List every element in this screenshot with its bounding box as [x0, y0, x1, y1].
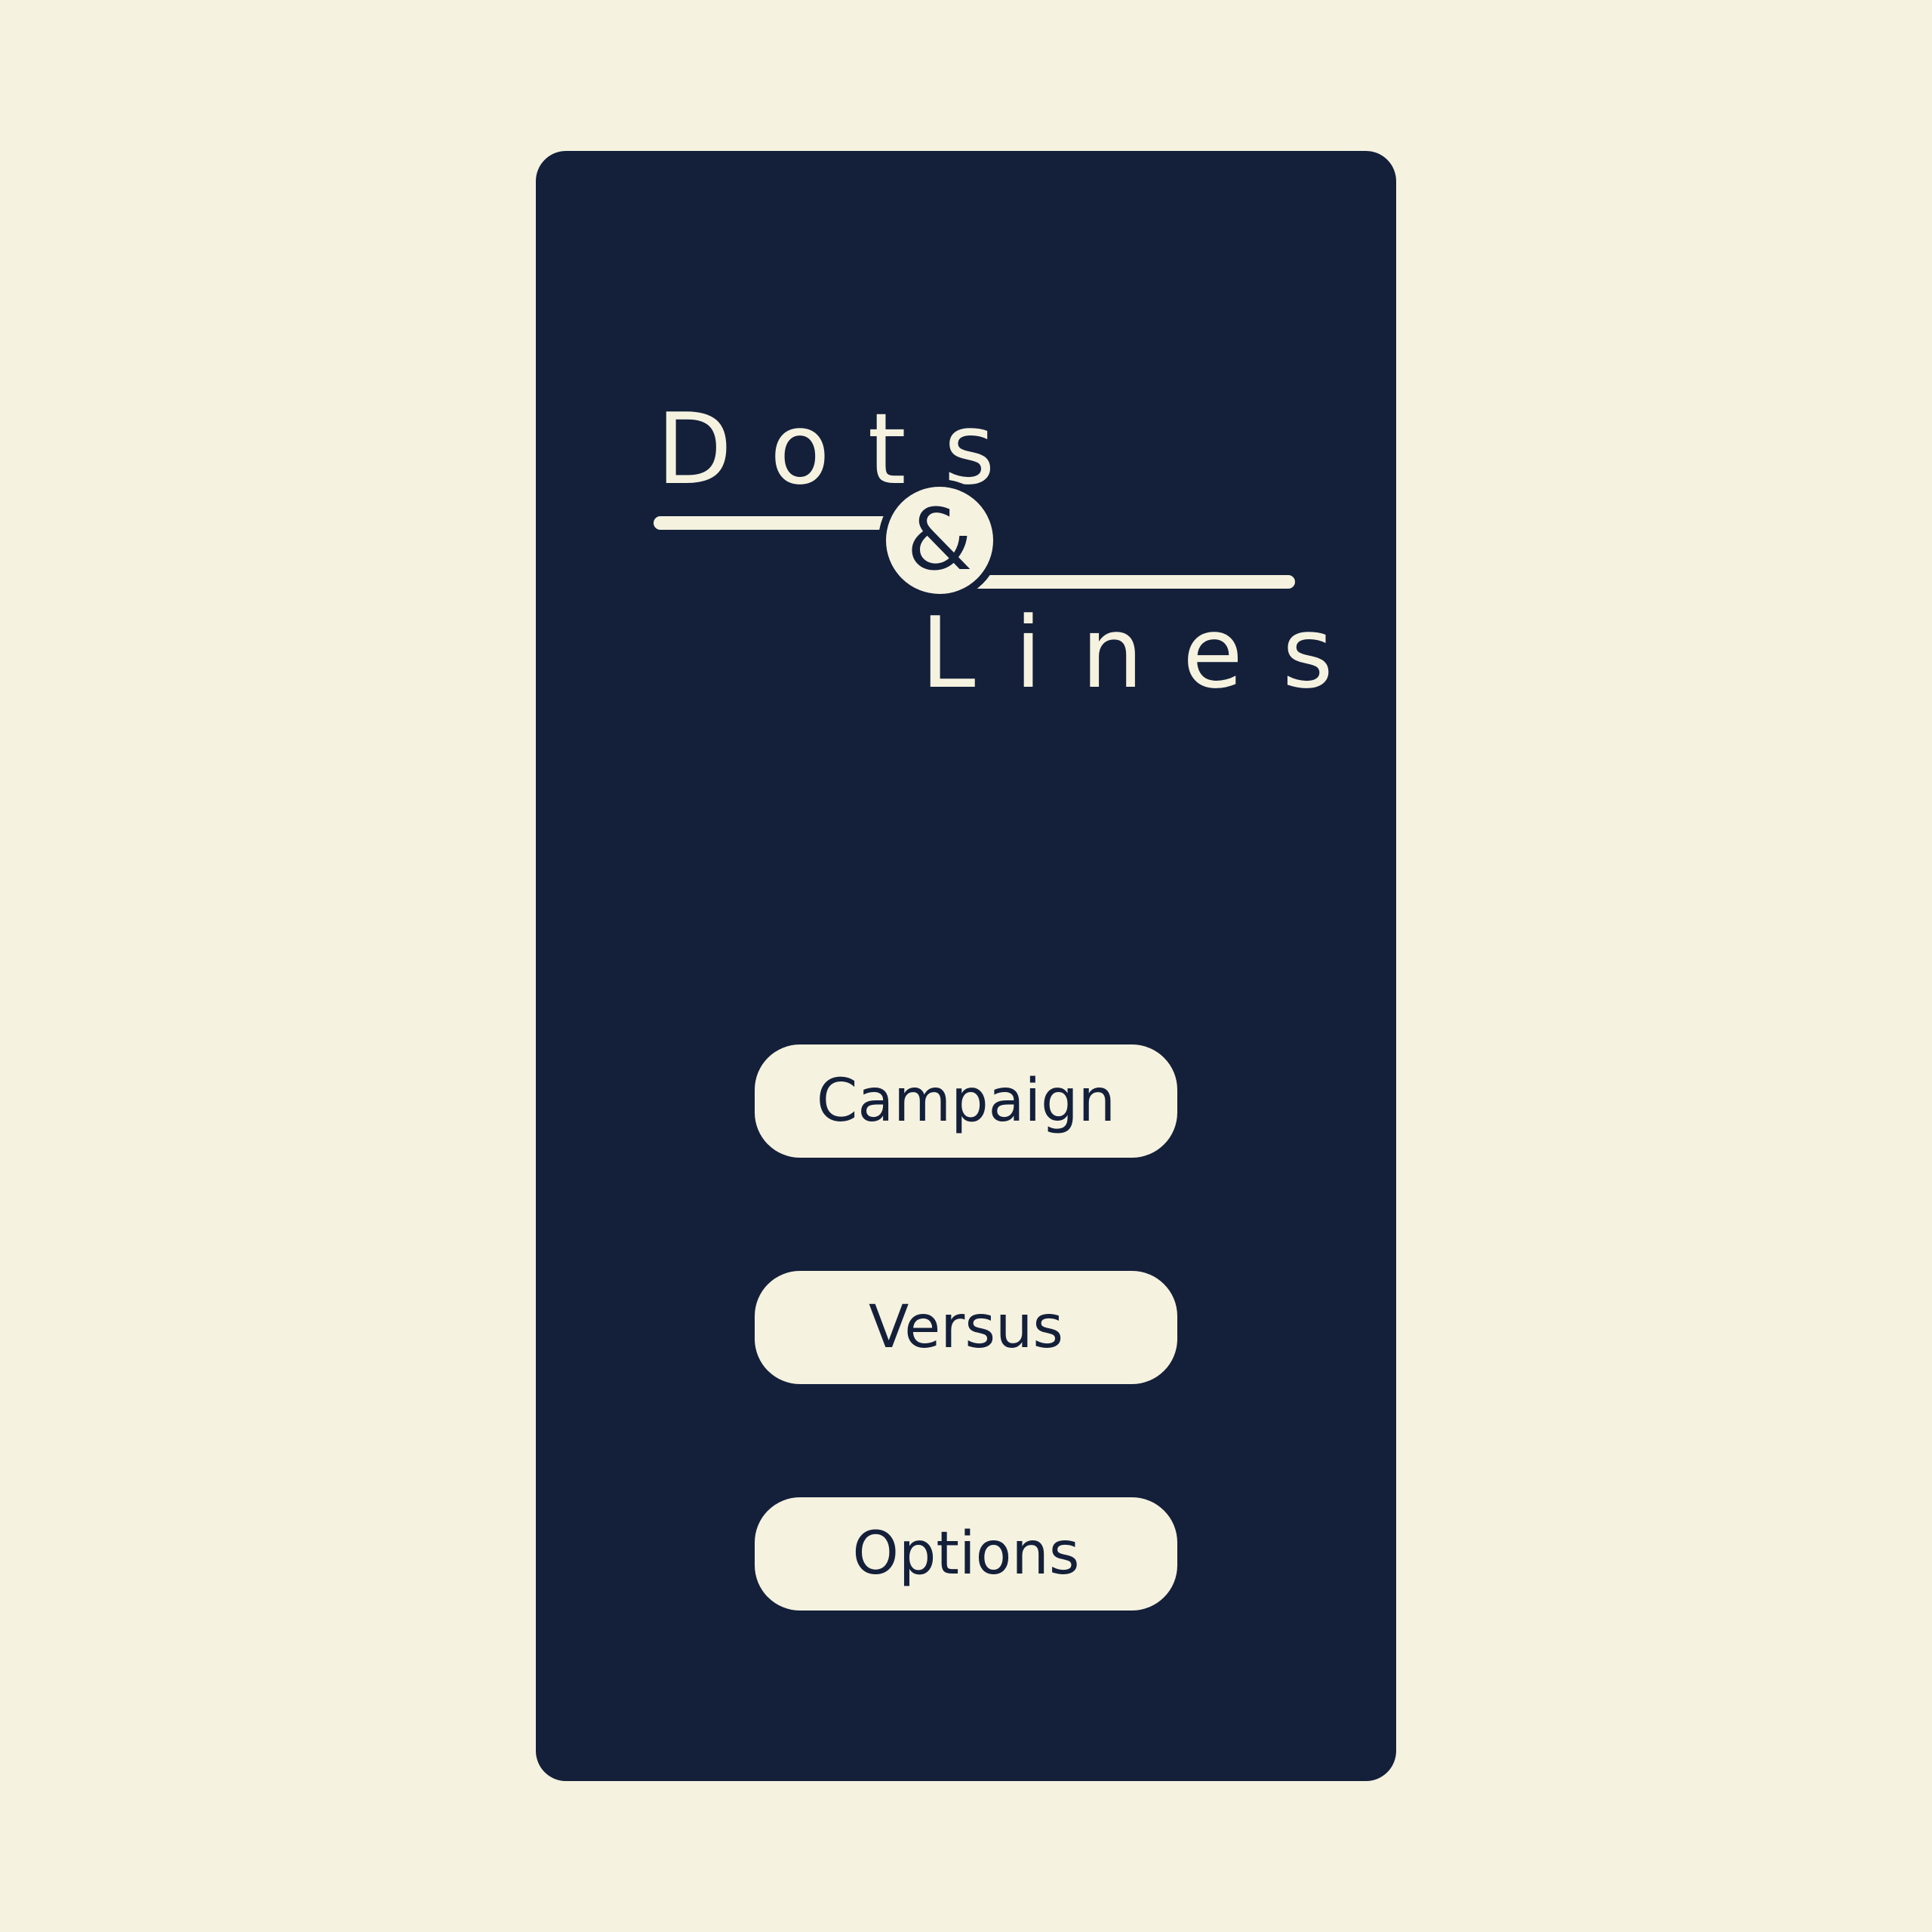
- logo-word-dots: Dots: [657, 392, 1033, 506]
- options-button[interactable]: Options: [755, 1497, 1177, 1611]
- versus-button[interactable]: Versus: [755, 1271, 1177, 1384]
- logo-word-lines: Lines: [921, 595, 1373, 710]
- logo-ampersand-badge: &: [878, 479, 1001, 601]
- logo-rule-top: [654, 516, 895, 530]
- logo-ampersand: &: [906, 491, 973, 589]
- campaign-button[interactable]: Campaign: [755, 1044, 1177, 1158]
- logo-rule-bottom: [966, 575, 1295, 589]
- game-screen: Dots & Lines Campaign Versus Options: [536, 151, 1396, 1781]
